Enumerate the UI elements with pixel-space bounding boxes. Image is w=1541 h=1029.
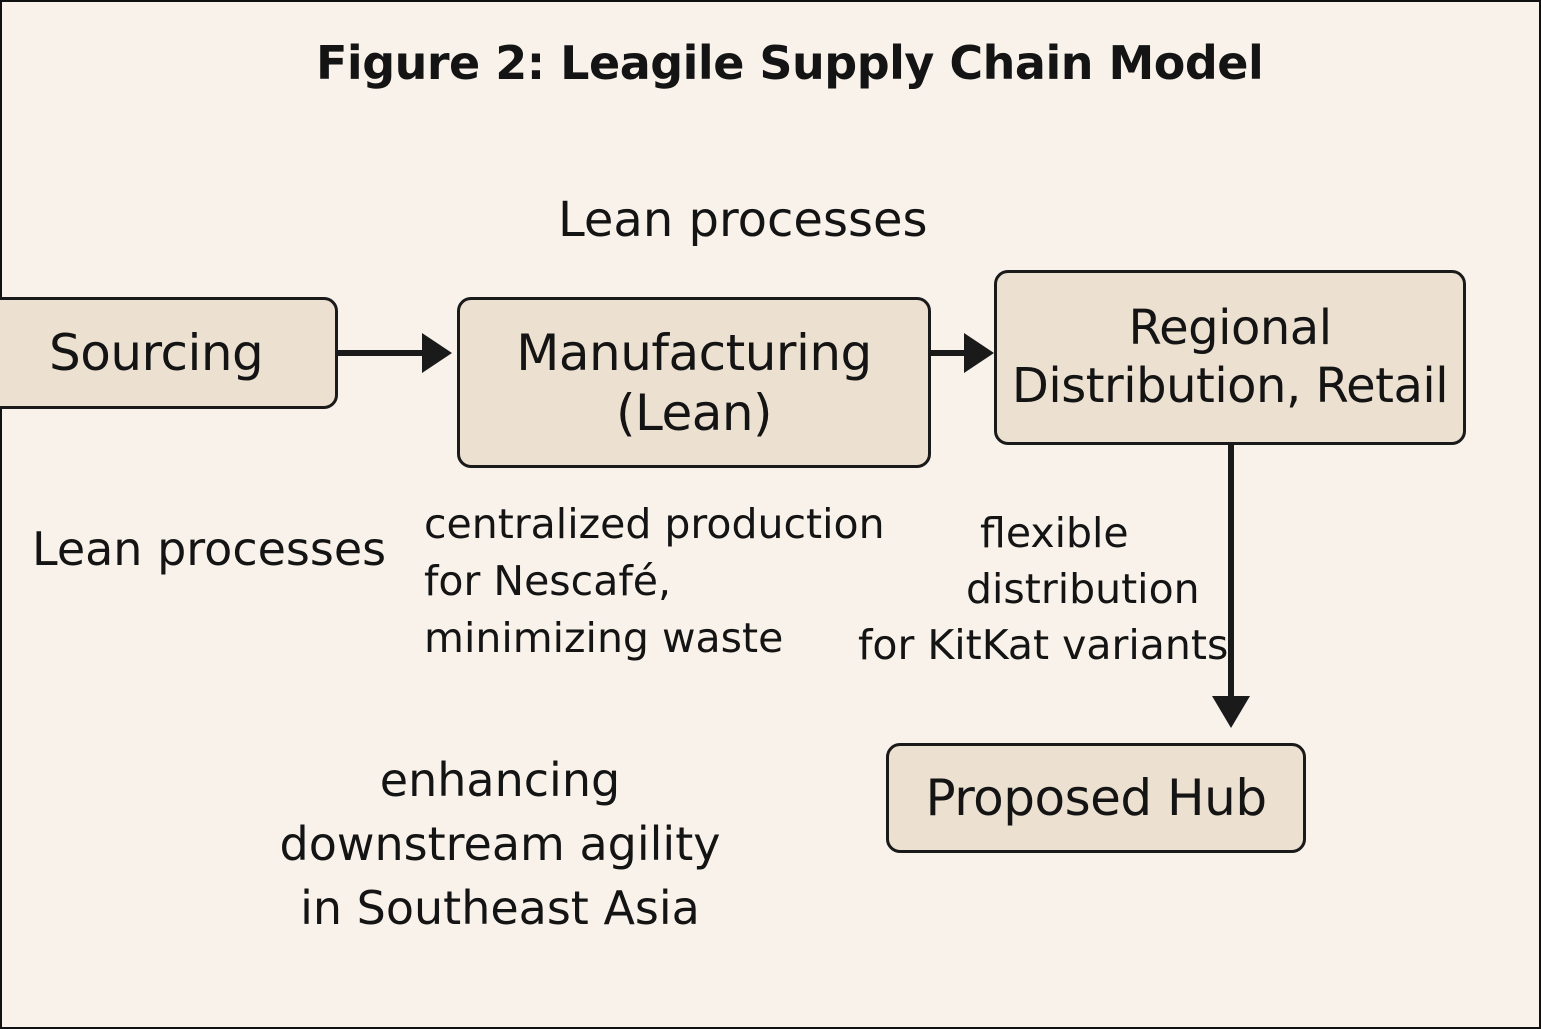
node-sourcing-label: Sourcing xyxy=(49,324,264,382)
node-manufacturing-line2: (Lean) xyxy=(615,383,773,442)
agility-note-line3: in Southeast Asia xyxy=(300,881,700,935)
manufacturing-note: centralized production for Nescafé, mini… xyxy=(424,496,885,667)
left-lean-label: Lean processes xyxy=(32,522,387,576)
agility-note-line1: enhancing xyxy=(379,753,621,807)
distribution-note-line3: for KitKat variants xyxy=(858,621,1229,669)
top-lean-label: Lean processes xyxy=(558,192,928,248)
distribution-note: flexible distribution for KitKat variant… xyxy=(850,505,1229,673)
arrow-regional-to-hub xyxy=(1212,444,1250,728)
figure-title: Figure 2: Leagile Supply Chain Model xyxy=(316,36,1264,90)
node-proposed-hub: Proposed Hub xyxy=(886,743,1306,853)
node-regional-distribution: Regional Distribution, Retail xyxy=(994,270,1466,445)
agility-note: enhancing downstream agility in Southeas… xyxy=(270,748,730,940)
arrow-sourcing-to-manufacturing xyxy=(338,333,452,373)
distribution-note-line2: distribution xyxy=(966,565,1200,613)
node-manufacturing: Manufacturing (Lean) xyxy=(457,297,931,468)
node-hub-label: Proposed Hub xyxy=(925,769,1267,827)
manufacturing-note-line1: centralized production xyxy=(424,500,885,548)
node-regional-line2: Distribution, Retail xyxy=(1011,357,1449,414)
node-manufacturing-line1: Manufacturing xyxy=(516,323,872,382)
node-sourcing: Sourcing xyxy=(0,297,338,409)
agility-note-line2: downstream agility xyxy=(279,817,721,871)
node-regional-line1: Regional xyxy=(1128,299,1332,356)
distribution-note-line1: flexible xyxy=(980,509,1129,557)
arrow-manufacturing-to-regional xyxy=(930,333,994,373)
manufacturing-note-line3: minimizing waste xyxy=(424,614,784,662)
manufacturing-note-line2: for Nescafé, xyxy=(424,557,672,605)
